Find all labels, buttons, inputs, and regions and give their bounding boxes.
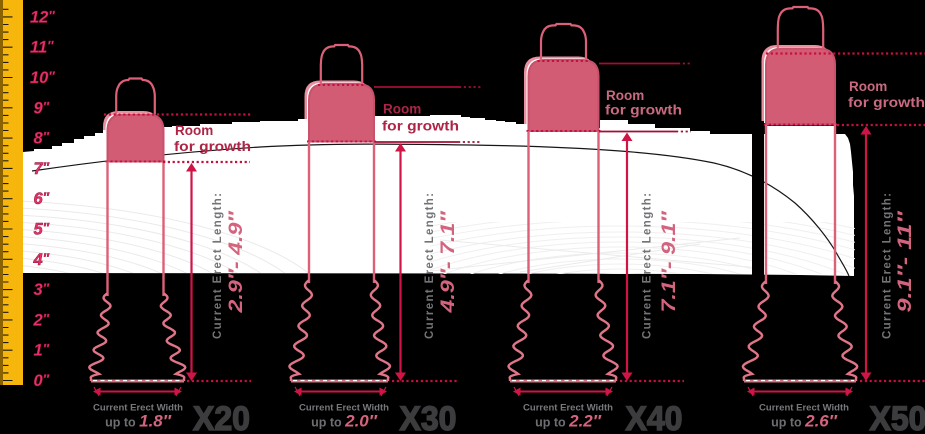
svg-text:for growth: for growth	[174, 139, 251, 154]
svg-text:up to 1.8″: up to 1.8″	[105, 412, 172, 431]
svg-text:up to 2.6″: up to 2.6″	[771, 412, 838, 431]
svg-text:7″: 7″	[34, 159, 50, 178]
svg-text:12″: 12″	[30, 8, 55, 27]
svg-text:Room: Room	[175, 123, 213, 138]
svg-text:Current Erect Length:: Current Erect Length:	[424, 193, 436, 339]
svg-text:Current Erect Width: Current Erect Width	[523, 403, 613, 413]
svg-text:9″: 9″	[34, 99, 50, 118]
svg-text:for growth: for growth	[605, 103, 682, 118]
svg-text:9.1″- 11″: 9.1″- 11″	[895, 210, 916, 312]
svg-text:11″: 11″	[30, 38, 54, 57]
svg-text:X40: X40	[626, 400, 683, 434]
svg-text:1″: 1″	[34, 341, 50, 360]
svg-text:7.1″- 9.1″: 7.1″- 9.1″	[659, 210, 680, 312]
svg-text:Current Erect Width: Current Erect Width	[299, 403, 389, 413]
svg-text:0″: 0″	[34, 372, 50, 391]
svg-text:6″: 6″	[34, 190, 50, 209]
svg-text:2.9″- 4.9″: 2.9″- 4.9″	[226, 210, 247, 313]
svg-text:2″: 2″	[33, 311, 50, 330]
svg-text:Current Erect Length:: Current Erect Length:	[642, 193, 654, 339]
svg-text:for growth: for growth	[848, 95, 925, 110]
svg-text:Current Erect Length:: Current Erect Length:	[212, 193, 224, 339]
svg-text:4″: 4″	[33, 250, 50, 269]
svg-text:Current Erect Width: Current Erect Width	[93, 403, 183, 413]
svg-text:X30: X30	[400, 400, 457, 434]
svg-text:Current Erect Length:: Current Erect Length:	[882, 193, 894, 339]
svg-text:Room: Room	[606, 88, 644, 103]
svg-text:up to 2.0″: up to 2.0″	[311, 412, 378, 431]
svg-text:10″: 10″	[30, 69, 55, 88]
svg-text:Room: Room	[383, 102, 421, 117]
svg-text:X50: X50	[870, 400, 925, 434]
svg-text:X20: X20	[193, 400, 250, 434]
svg-text:4.9″- 7.1″: 4.9″- 7.1″	[438, 210, 459, 313]
svg-text:for growth: for growth	[382, 119, 459, 134]
svg-text:3″: 3″	[34, 281, 50, 300]
svg-text:5″: 5″	[34, 220, 50, 239]
svg-text:Current Erect Width: Current Erect Width	[759, 403, 849, 413]
svg-text:up to 2.2″: up to 2.2″	[535, 412, 602, 431]
svg-text:Room: Room	[849, 79, 887, 94]
svg-text:8″: 8″	[34, 129, 50, 148]
